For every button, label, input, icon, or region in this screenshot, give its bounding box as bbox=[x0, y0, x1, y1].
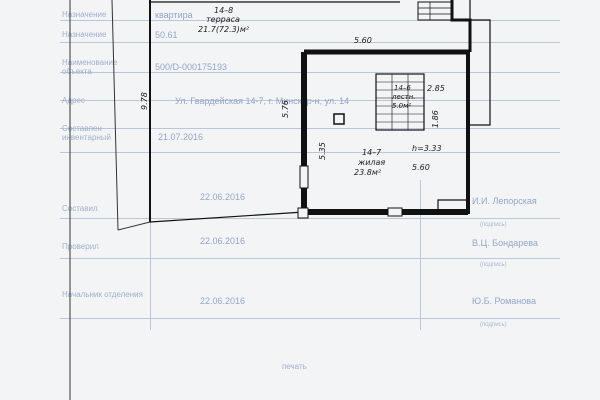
form-row-value: 21.07.2016 bbox=[158, 132, 204, 142]
form-rule bbox=[60, 218, 560, 219]
dimension-wall-535: 5.35 bbox=[318, 142, 327, 160]
dimension-stair-right: 2.85 bbox=[427, 84, 445, 93]
signature-date: 22.06.2016 bbox=[200, 236, 246, 246]
signature-caption: (подпись) bbox=[480, 322, 507, 328]
stair-room bbox=[375, 73, 425, 131]
column-pillar bbox=[333, 113, 345, 125]
signature-date: 22.06.2016 bbox=[200, 192, 246, 202]
form-row-label: Составлен инвентарный bbox=[62, 124, 112, 142]
signature-caption: (подпись) bbox=[480, 262, 507, 268]
form-column-rule bbox=[420, 180, 421, 330]
form-row-label: Наименование объекта bbox=[62, 58, 118, 76]
form-rule bbox=[60, 20, 560, 21]
stair-code: 14–6 bbox=[394, 84, 411, 92]
signature-caption: (подпись) bbox=[480, 222, 507, 228]
form-rule bbox=[60, 72, 560, 73]
signature-role: Составил bbox=[62, 204, 98, 213]
signature-role: Начальник отделения bbox=[62, 290, 143, 299]
corner-mark bbox=[297, 207, 309, 219]
form-rule bbox=[60, 258, 560, 259]
form-rule bbox=[60, 152, 560, 153]
outer-wall-right bbox=[469, 0, 491, 126]
form-rule bbox=[60, 128, 560, 129]
stair-name: лестн. bbox=[392, 93, 416, 101]
dimension-wall-576: 5.76 bbox=[281, 100, 290, 118]
dimension-top-width: 5.60 bbox=[354, 36, 372, 45]
dimension-extension-line bbox=[117, 221, 151, 231]
form-row-value: 500/D-000175193 bbox=[155, 62, 228, 72]
door-bottom bbox=[387, 207, 403, 217]
living-name: жилая bbox=[358, 158, 386, 167]
bottom-right-niche bbox=[437, 199, 468, 212]
form-rule bbox=[60, 100, 560, 101]
dimension-extension-line bbox=[111, 0, 119, 231]
form-rule bbox=[60, 318, 560, 319]
terrace-bottom-line bbox=[149, 211, 305, 223]
form-row-label: Назначение bbox=[62, 10, 107, 19]
ceiling-height: h=3.33 bbox=[412, 144, 442, 153]
form-rule bbox=[60, 42, 560, 43]
form-row-value: квартира bbox=[155, 10, 193, 20]
window-left bbox=[299, 165, 309, 189]
dimension-left-height: 9.78 bbox=[140, 92, 149, 110]
terrace-area: 21.7(72.3)м² bbox=[198, 25, 250, 34]
living-room-walls bbox=[301, 52, 468, 215]
living-area: 23.8м² bbox=[354, 168, 382, 177]
signature-date: 22.06.2016 bbox=[200, 296, 246, 306]
form-row-label: Адрес bbox=[62, 96, 85, 105]
signature-role: Проверил bbox=[62, 242, 99, 251]
terrace-code: 14–8 bbox=[214, 6, 234, 15]
footer-ghost-text: печать bbox=[282, 362, 307, 371]
signature-name: В.Ц. Бондарева bbox=[472, 238, 538, 248]
form-row-value: Ул. Гвардейская 14-7, г. Минск, р-н, ул.… bbox=[175, 96, 350, 106]
stair-area: 5.0м² bbox=[392, 102, 412, 110]
form-row-label: Назначение bbox=[62, 30, 107, 39]
terrace-name: терраса bbox=[206, 15, 240, 24]
signature-name: Ю.Б. Романова bbox=[472, 296, 536, 306]
form-row-value: 50.61 bbox=[155, 30, 178, 40]
living-code: 14–7 bbox=[362, 148, 382, 157]
stair-shaft-wall bbox=[450, 0, 472, 52]
dimension-stair-right-lower: 1.86 bbox=[431, 110, 440, 128]
dimension-bottom-width: 5.60 bbox=[412, 163, 430, 172]
signature-name: И.И. Лепорская bbox=[472, 196, 537, 206]
top-stair-block bbox=[417, 1, 453, 21]
